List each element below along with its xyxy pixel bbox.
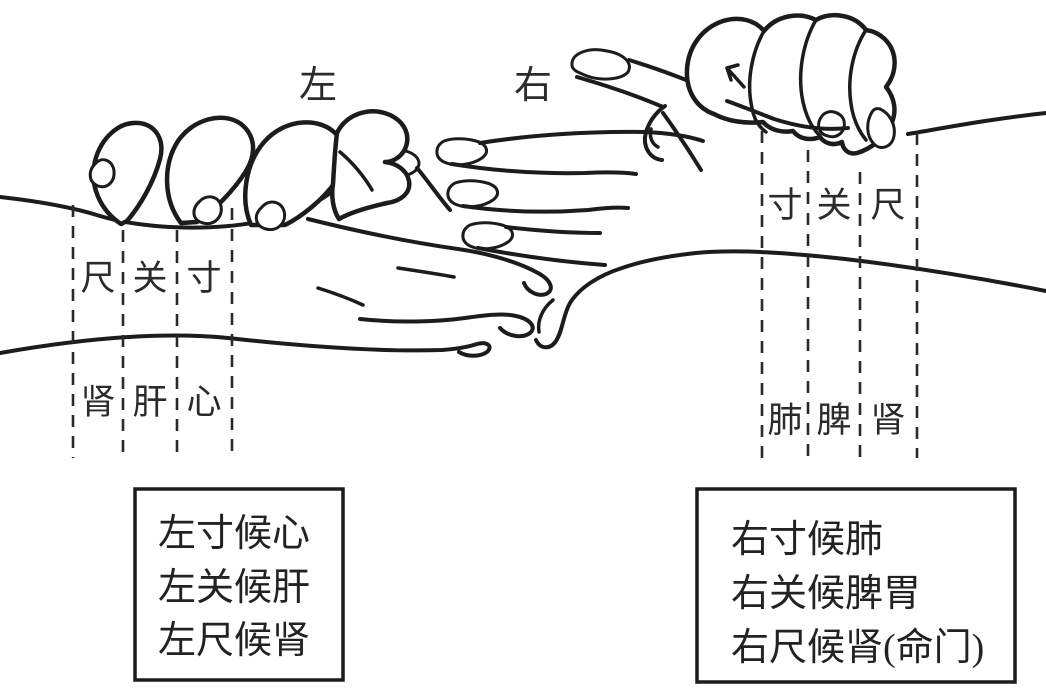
left-hand-crease-1 <box>316 286 365 307</box>
right-position-guan: 关 <box>816 186 851 225</box>
right-wrist-top-contour <box>725 99 850 131</box>
left-practitioner-finger-3-nail <box>254 200 287 232</box>
right-practitioner-finger-separation-1 <box>747 29 768 134</box>
right-organ-spleen: 脾 <box>816 401 851 440</box>
right-arm-top-contour <box>906 111 1046 136</box>
right-legend-line-3: 右尺候肾(命门) <box>731 627 984 669</box>
right-legend-line-2: 右关候脾胃 <box>731 573 921 615</box>
right-practitioner-front-nail <box>866 107 896 149</box>
left-practitioner-finger-2 <box>164 115 256 226</box>
left-position-labels: 尺 关 寸 <box>80 259 221 298</box>
left-position-cun: 寸 <box>186 259 221 298</box>
left-index-finger-underside <box>415 166 452 212</box>
right-fingertip-1-nail <box>435 137 488 167</box>
right-position-labels: 寸 关 尺 <box>767 186 905 225</box>
right-practitioner-middle-nail <box>817 110 846 139</box>
left-legend-box: 左寸候心 左关候肝 左尺候肾 <box>133 487 345 682</box>
left-organ-liver: 肝 <box>132 383 167 422</box>
left-curled-finger-2 <box>358 312 535 339</box>
left-practitioner-hand <box>88 109 412 232</box>
left-legend-line-2: 左关候肝 <box>158 567 310 609</box>
left-practitioner-finger-2-nail <box>192 195 223 226</box>
right-legend-line-1: 右寸候肺 <box>731 519 883 561</box>
right-dashed-guides <box>760 131 919 458</box>
left-legend-border <box>133 487 345 682</box>
right-arm-bottom-contour <box>534 249 1046 350</box>
left-position-guan: 关 <box>132 259 167 298</box>
left-organ-labels: 肾 肝 心 <box>80 383 221 422</box>
left-position-chi: 尺 <box>80 259 115 298</box>
right-position-chi: 尺 <box>870 186 905 225</box>
right-finger-1-bottom <box>450 162 638 176</box>
right-organ-labels: 肺 脾 肾 <box>767 401 905 440</box>
right-finger-3-bottom <box>476 246 607 267</box>
right-index-fingernail <box>570 48 631 81</box>
left-organ-heart: 心 <box>186 383 221 422</box>
right-practitioner-hand <box>684 13 897 156</box>
right-knuckle-edge <box>661 111 703 172</box>
right-finger-2-bottom <box>461 204 630 214</box>
left-practitioner-finger-1-nail <box>88 158 116 189</box>
right-organ-kidney: 肾 <box>870 401 905 440</box>
left-practitioner-palm <box>330 109 412 222</box>
right-side-title: 右 <box>514 65 552 107</box>
right-finger-3-top <box>504 225 602 235</box>
right-thumb <box>642 104 667 162</box>
left-organ-kidney: 肾 <box>80 383 115 422</box>
left-curled-finger-1 <box>306 217 553 297</box>
left-dashed-guides <box>71 205 234 458</box>
right-legend-box: 右寸候肺 右关候脾胃 右尺候肾(命门) <box>695 487 1017 684</box>
right-pinky-curl <box>536 298 555 334</box>
left-legend-line-3: 左尺候肾 <box>158 620 310 662</box>
left-legend-line-1: 左寸候心 <box>158 513 310 555</box>
right-finger-1-top <box>478 129 705 145</box>
left-side-title: 左 <box>299 65 337 107</box>
right-fingertip-2-nail <box>446 179 499 209</box>
right-practitioner-knuckle-crease <box>725 63 746 89</box>
right-organ-lung: 肺 <box>767 401 802 440</box>
right-fingertip-3-nail <box>461 221 514 251</box>
right-legend-border <box>695 487 1017 684</box>
right-position-cun: 寸 <box>767 186 802 225</box>
left-hand-crease-2 <box>396 266 456 279</box>
left-arm-bottom-contour <box>0 333 492 358</box>
right-index-finger-bottom <box>575 75 665 109</box>
right-patient-arm-hand <box>435 48 1046 350</box>
right-practitioner-finger-separation-3 <box>848 28 868 142</box>
left-practitioner-palm-crease <box>338 150 374 192</box>
